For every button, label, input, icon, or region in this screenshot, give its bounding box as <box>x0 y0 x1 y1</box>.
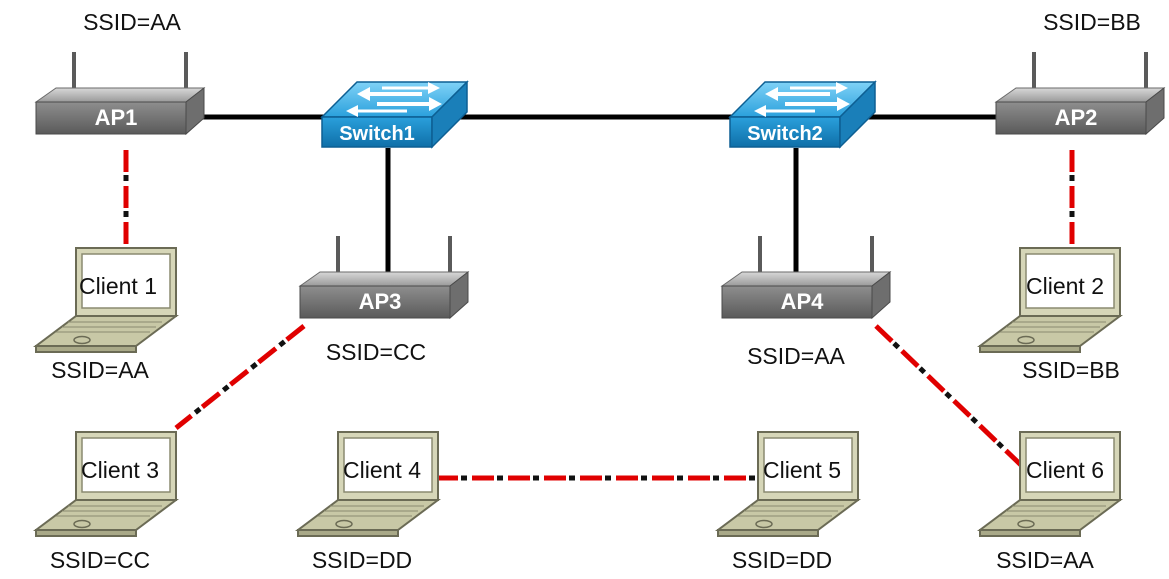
ap-label: AP1 <box>95 105 138 130</box>
client-client4[interactable]: Client 4 <box>297 431 439 537</box>
access-point-ap4[interactable]: AP4 <box>720 234 892 320</box>
client-label: Client 4 <box>343 457 421 483</box>
laptop-icon <box>717 431 859 537</box>
ssid-label-client1: SSID=AA <box>51 357 149 383</box>
switch-label: Switch1 <box>339 123 415 145</box>
ap-label: AP2 <box>1055 105 1098 130</box>
wired-links <box>200 114 1000 286</box>
link-ap3-client3 <box>174 324 306 430</box>
ssid-label-client5: SSID=DD <box>732 547 832 573</box>
access-point-ap2[interactable]: AP2 <box>994 50 1166 136</box>
access-point-ap1[interactable]: AP1 <box>34 50 206 136</box>
client-label: Client 1 <box>79 273 157 299</box>
ssid-label-ap2: SSID=BB <box>1043 9 1141 35</box>
client-client3[interactable]: Client 3 <box>35 431 177 537</box>
laptop-icon <box>35 247 177 353</box>
laptop-icon <box>979 247 1121 353</box>
client-client2[interactable]: Client 2 <box>979 247 1121 353</box>
client-label: Client 3 <box>81 457 159 483</box>
client-label: Client 5 <box>763 457 841 483</box>
access-point-ap3[interactable]: AP3 <box>298 234 470 320</box>
ssid-label-ap1: SSID=AA <box>83 9 181 35</box>
switch-switch2[interactable]: Switch2 <box>728 80 877 149</box>
ssid-label-ap3: SSID=CC <box>326 339 426 365</box>
client-client5[interactable]: Client 5 <box>717 431 859 537</box>
switch-switch1[interactable]: Switch1 <box>320 80 469 149</box>
client-label: Client 2 <box>1026 273 1104 299</box>
switch-label: Switch2 <box>747 123 823 145</box>
client-label: Client 6 <box>1026 457 1104 483</box>
ap-label: AP3 <box>359 289 402 314</box>
ssid-label-client3: SSID=CC <box>50 547 150 573</box>
client-client6[interactable]: Client 6 <box>979 431 1121 537</box>
ssid-label-client4: SSID=DD <box>312 547 412 573</box>
laptop-icon <box>35 431 177 537</box>
ssid-label-client6: SSID=AA <box>996 547 1094 573</box>
laptop-icon <box>297 431 439 537</box>
link-ap4-client6 <box>874 324 1024 468</box>
client-client1[interactable]: Client 1 <box>35 247 177 353</box>
ssid-label-ap4: SSID=AA <box>747 343 845 369</box>
ssid-label-client2: SSID=BB <box>1022 357 1120 383</box>
wireless-links <box>123 150 1075 481</box>
ap-label: AP4 <box>781 289 825 314</box>
